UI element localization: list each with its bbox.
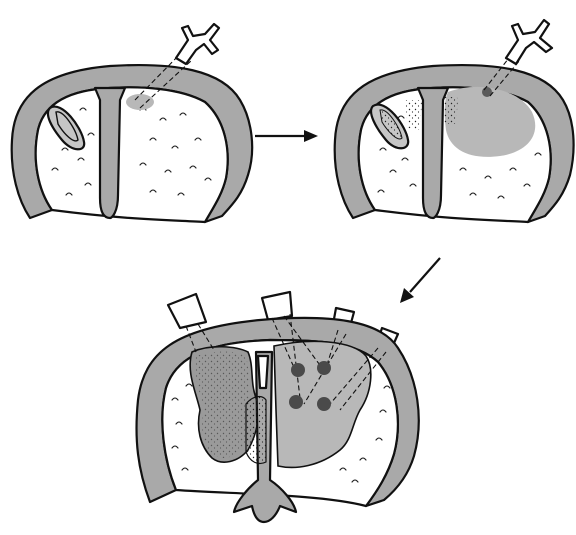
septum-stipple [246, 397, 266, 464]
branch-vessel [506, 20, 552, 64]
dark-dot [291, 363, 305, 377]
panel-middle-stage [335, 20, 574, 222]
stipple-zone [444, 96, 458, 124]
dark-dot [289, 395, 303, 409]
panel-late-stage [137, 292, 419, 522]
panel-early-stage [12, 24, 252, 222]
right-arrow [255, 130, 318, 142]
dark-dot [317, 361, 331, 375]
septum-top [258, 356, 268, 388]
vessel-stub [262, 292, 292, 320]
down-left-arrow [400, 258, 440, 303]
branch-vessel [176, 24, 219, 64]
vessel-stub [168, 294, 206, 328]
dark-dot [317, 397, 331, 411]
